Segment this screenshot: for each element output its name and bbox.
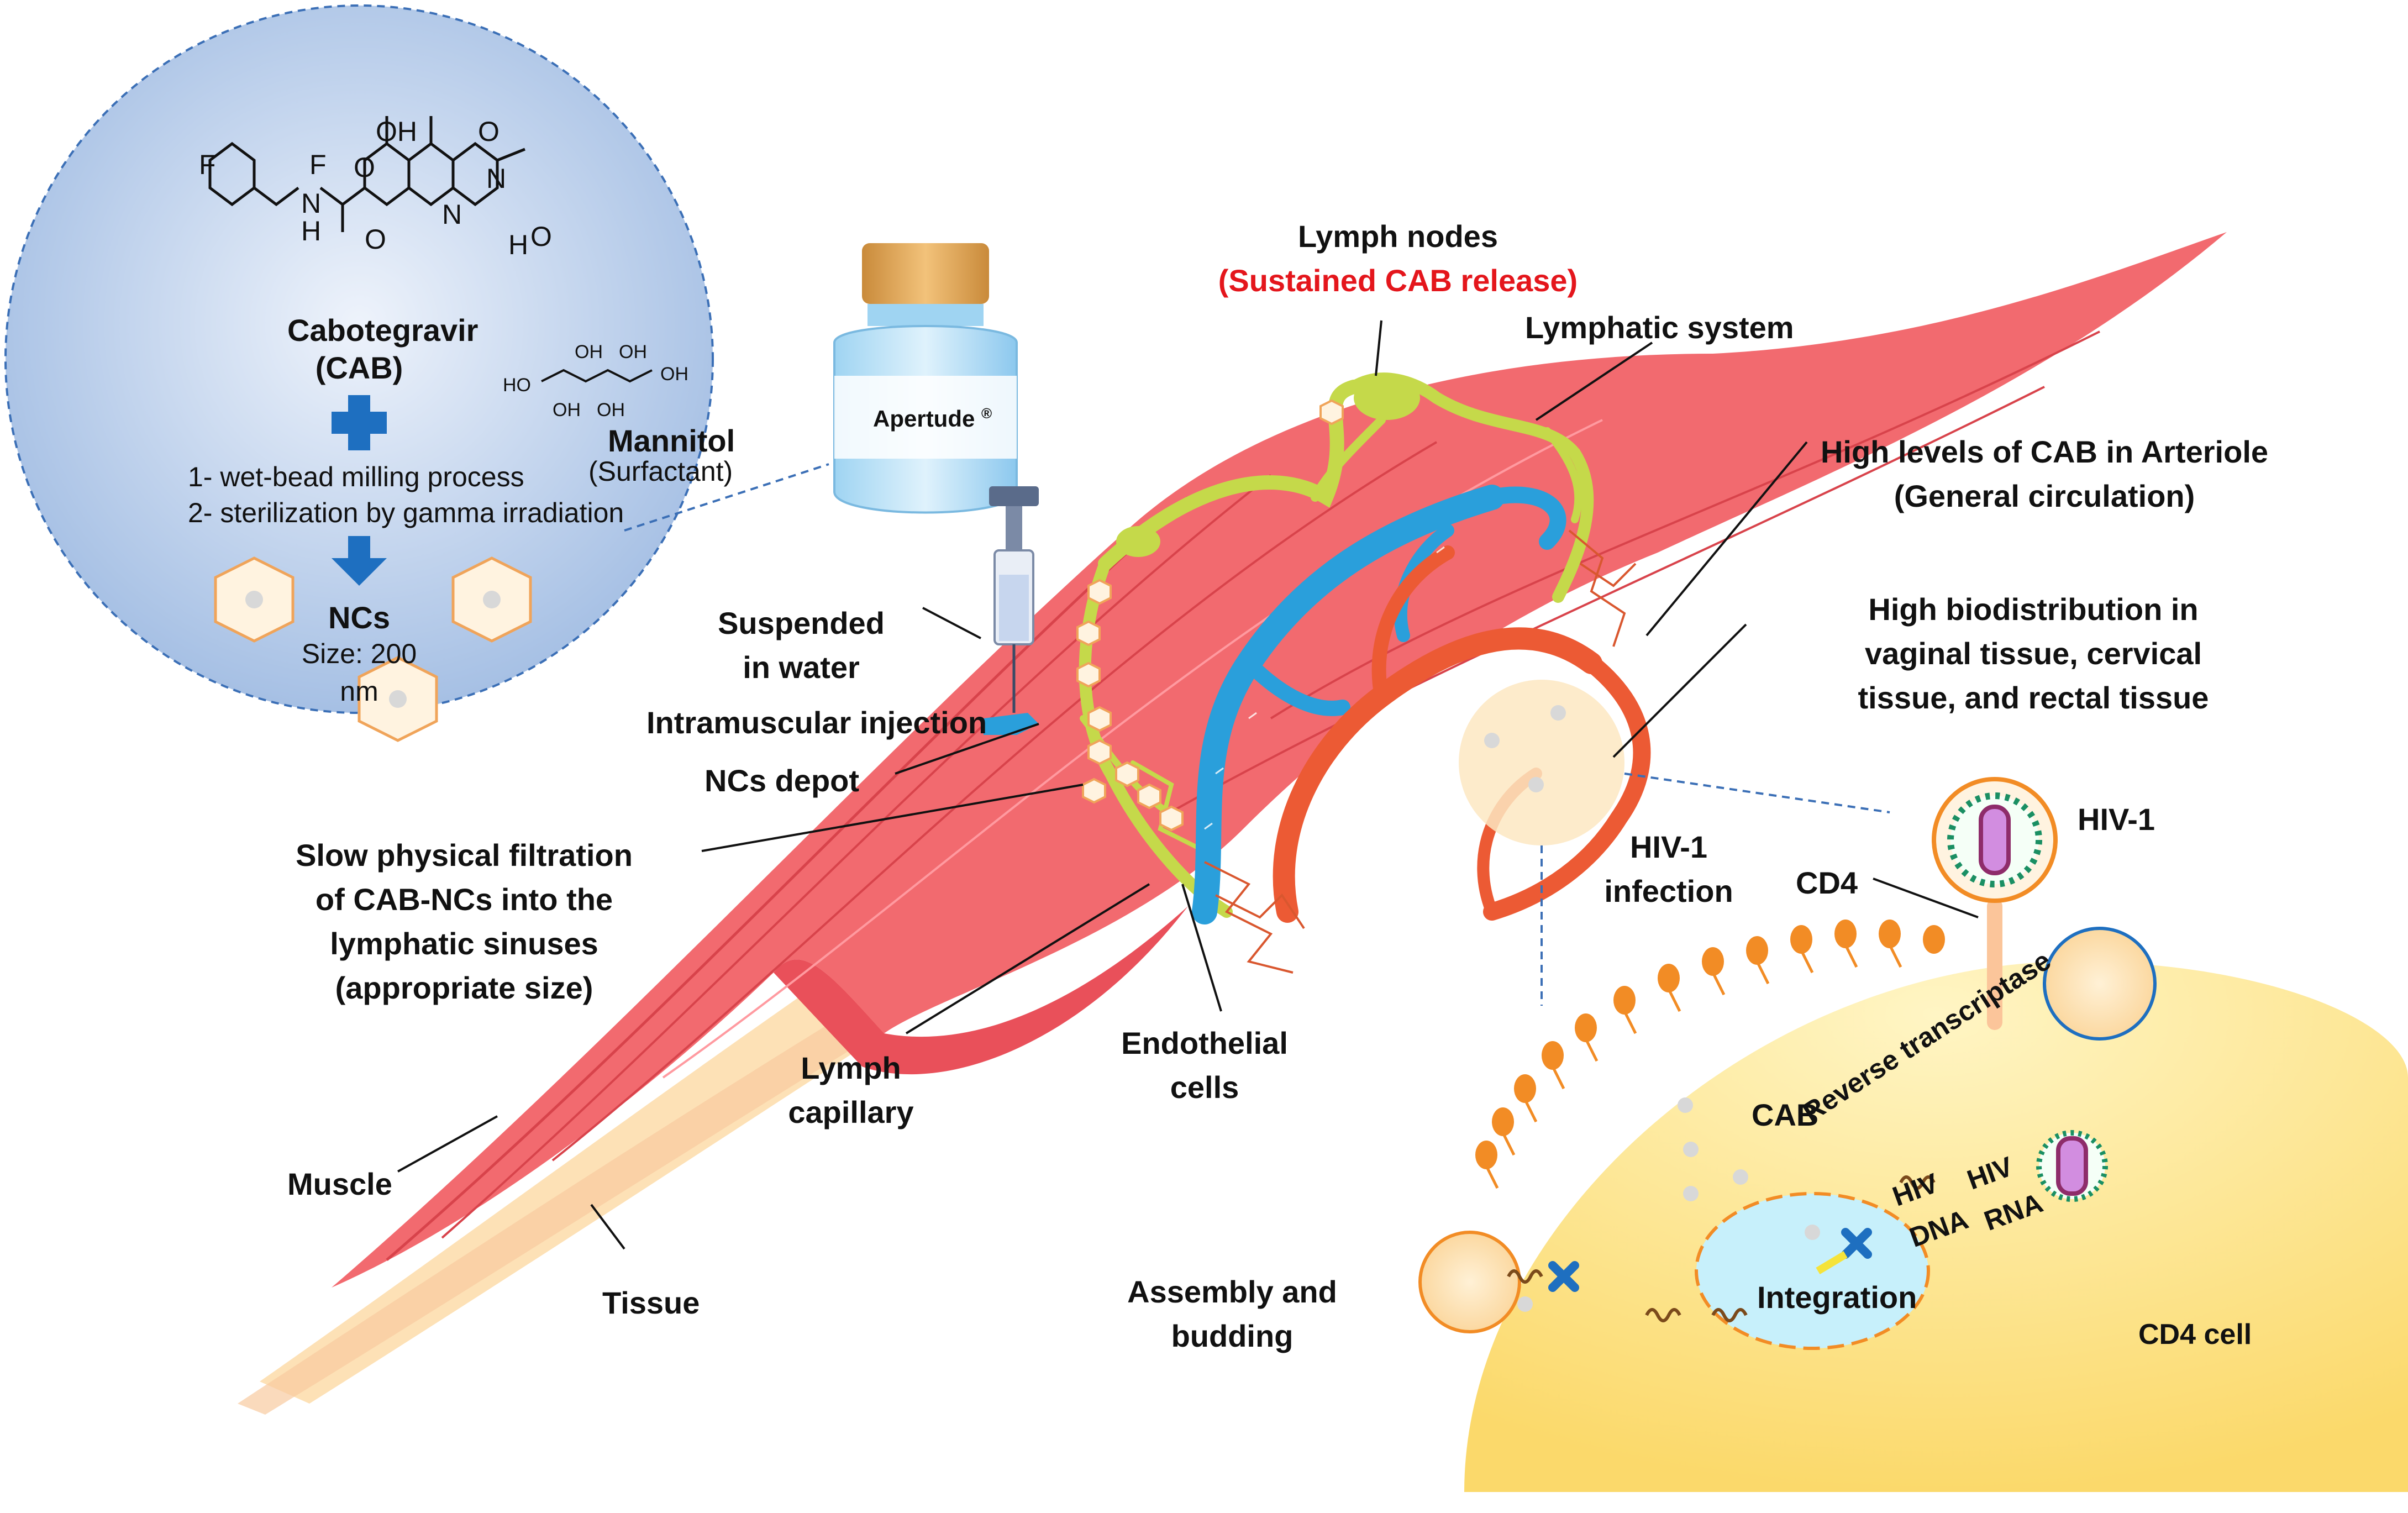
particle-size: Size: 200 nm — [301, 638, 417, 707]
atom-o-amide: O — [365, 224, 386, 255]
label-assembly-1: Assembly and — [1127, 1274, 1337, 1309]
label-filtration-4: (appropriate size) — [335, 970, 593, 1005]
atom-n-ring: N — [442, 199, 462, 230]
drug-abbr: (CAB) — [315, 350, 403, 385]
dna-strand — [1816, 1251, 1848, 1275]
atom-h-stereo: H — [508, 229, 529, 260]
rna-strand — [1507, 1175, 1936, 1322]
atom-f2: F — [309, 149, 327, 180]
mannitol-oh-5: OH — [660, 364, 688, 385]
label-filtration-1: Slow physical filtration — [296, 838, 633, 873]
label-sustained-release: (Sustained CAB release) — [1218, 263, 1578, 298]
mannitol-structure — [541, 369, 653, 383]
nc-particles-lymph — [1076, 399, 1344, 832]
mannitol-oh-3: OH — [553, 400, 581, 421]
cd4-cell — [1418, 899, 2408, 1492]
zoom-connectors — [1541, 773, 1890, 1006]
label-suspended-2: in water — [743, 650, 860, 685]
inhibition-x-icon — [1548, 1228, 1872, 1292]
label-endothelial-2: cells — [1170, 1070, 1239, 1105]
atom-n-oxazole: N — [486, 163, 507, 194]
label-depot: NCs depot — [704, 763, 859, 798]
down-arrow-icon — [332, 536, 387, 586]
cab-molecules — [1517, 1097, 1820, 1312]
label-cd4: CD4 — [1796, 865, 1858, 900]
label-endothelial-1: Endothelial — [1121, 1026, 1288, 1060]
process-step-2: 2- sterilization by gamma irradiation — [188, 497, 624, 528]
label-biodist-1: High biodistribution in — [1868, 592, 2199, 627]
formulation-panel — [4, 4, 714, 742]
mannitol-oh-1: OH — [575, 342, 603, 363]
atom-o-ketone: O — [354, 152, 375, 183]
label-biodist-3: tissue, and rectal tissue — [1858, 680, 2209, 715]
excipient-name: Mannitol — [608, 423, 735, 458]
label-arteriole-2: (General circulation) — [1894, 479, 2195, 513]
atom-f1: F — [199, 149, 216, 180]
label-lymph-capillary-2: capillary — [788, 1095, 914, 1130]
label-hiv1: HIV-1 — [2078, 802, 2155, 837]
label-tissue: Tissue — [602, 1285, 700, 1320]
atom-nh-h: H — [301, 216, 322, 246]
mannitol-oh-4: OH — [597, 400, 625, 421]
label-lymph-capillary-1: Lymph — [801, 1050, 901, 1085]
label-cd4-cell: CD4 cell — [2138, 1318, 2252, 1351]
process-step-1: 1- wet-bead milling process — [188, 461, 524, 492]
label-muscle: Muscle — [287, 1167, 392, 1201]
cabotegravir-structure — [208, 116, 525, 232]
label-assembly-2: budding — [1171, 1318, 1294, 1353]
drug-name: Cabotegravir — [287, 313, 479, 348]
leader-lines — [397, 320, 1979, 1250]
label-cab: CAB — [1752, 1097, 1819, 1132]
apertude-vial — [833, 243, 1018, 514]
budding-virion — [1418, 1231, 1521, 1333]
label-integration: Integration — [1757, 1280, 1917, 1315]
label-hiv1-infection-2: infection — [1604, 874, 1733, 908]
nucleus — [1695, 1192, 1930, 1350]
atom-nh: N — [301, 188, 322, 219]
atom-o-oxazole: O — [530, 221, 552, 252]
product-name: NCs — [328, 600, 391, 635]
cell-membrane — [1475, 920, 1945, 1169]
mannitol-oh-2: OH — [619, 342, 647, 363]
hiv-virion-internal — [2036, 1130, 2108, 1202]
syringe — [989, 486, 1039, 713]
atom-o-lactam: O — [478, 116, 500, 147]
capillary-bed — [1204, 529, 1637, 974]
label-biodist-2: vaginal tissue, cervical — [1864, 636, 2202, 671]
panel-connector — [624, 463, 829, 532]
mannitol-ho: HO — [503, 375, 531, 396]
label-suspended-1: Suspended — [718, 606, 885, 640]
label-filtration-3: lymphatic sinuses — [330, 926, 598, 961]
label-arteriole-1: High levels of CAB in Arteriole — [1820, 434, 2269, 469]
label-injection: Intramuscular injection — [646, 705, 987, 740]
label-lymphatic-system: Lymphatic system — [1525, 310, 1794, 345]
plus-icon — [332, 395, 387, 450]
label-lymph-nodes: Lymph nodes — [1298, 219, 1498, 254]
label-filtration-2: of CAB-NCs into the — [315, 882, 613, 917]
vial-label: Apertude ® — [873, 405, 992, 432]
hiv-virion — [1932, 777, 2058, 903]
tissue-zoom-circle — [1459, 680, 1624, 845]
label-hiv1-infection-1: HIV-1 — [1629, 829, 1708, 864]
atom-oh: OH — [376, 116, 417, 147]
excipient-role: (Surfactant) — [588, 456, 733, 487]
lymph-node — [1116, 376, 1420, 557]
